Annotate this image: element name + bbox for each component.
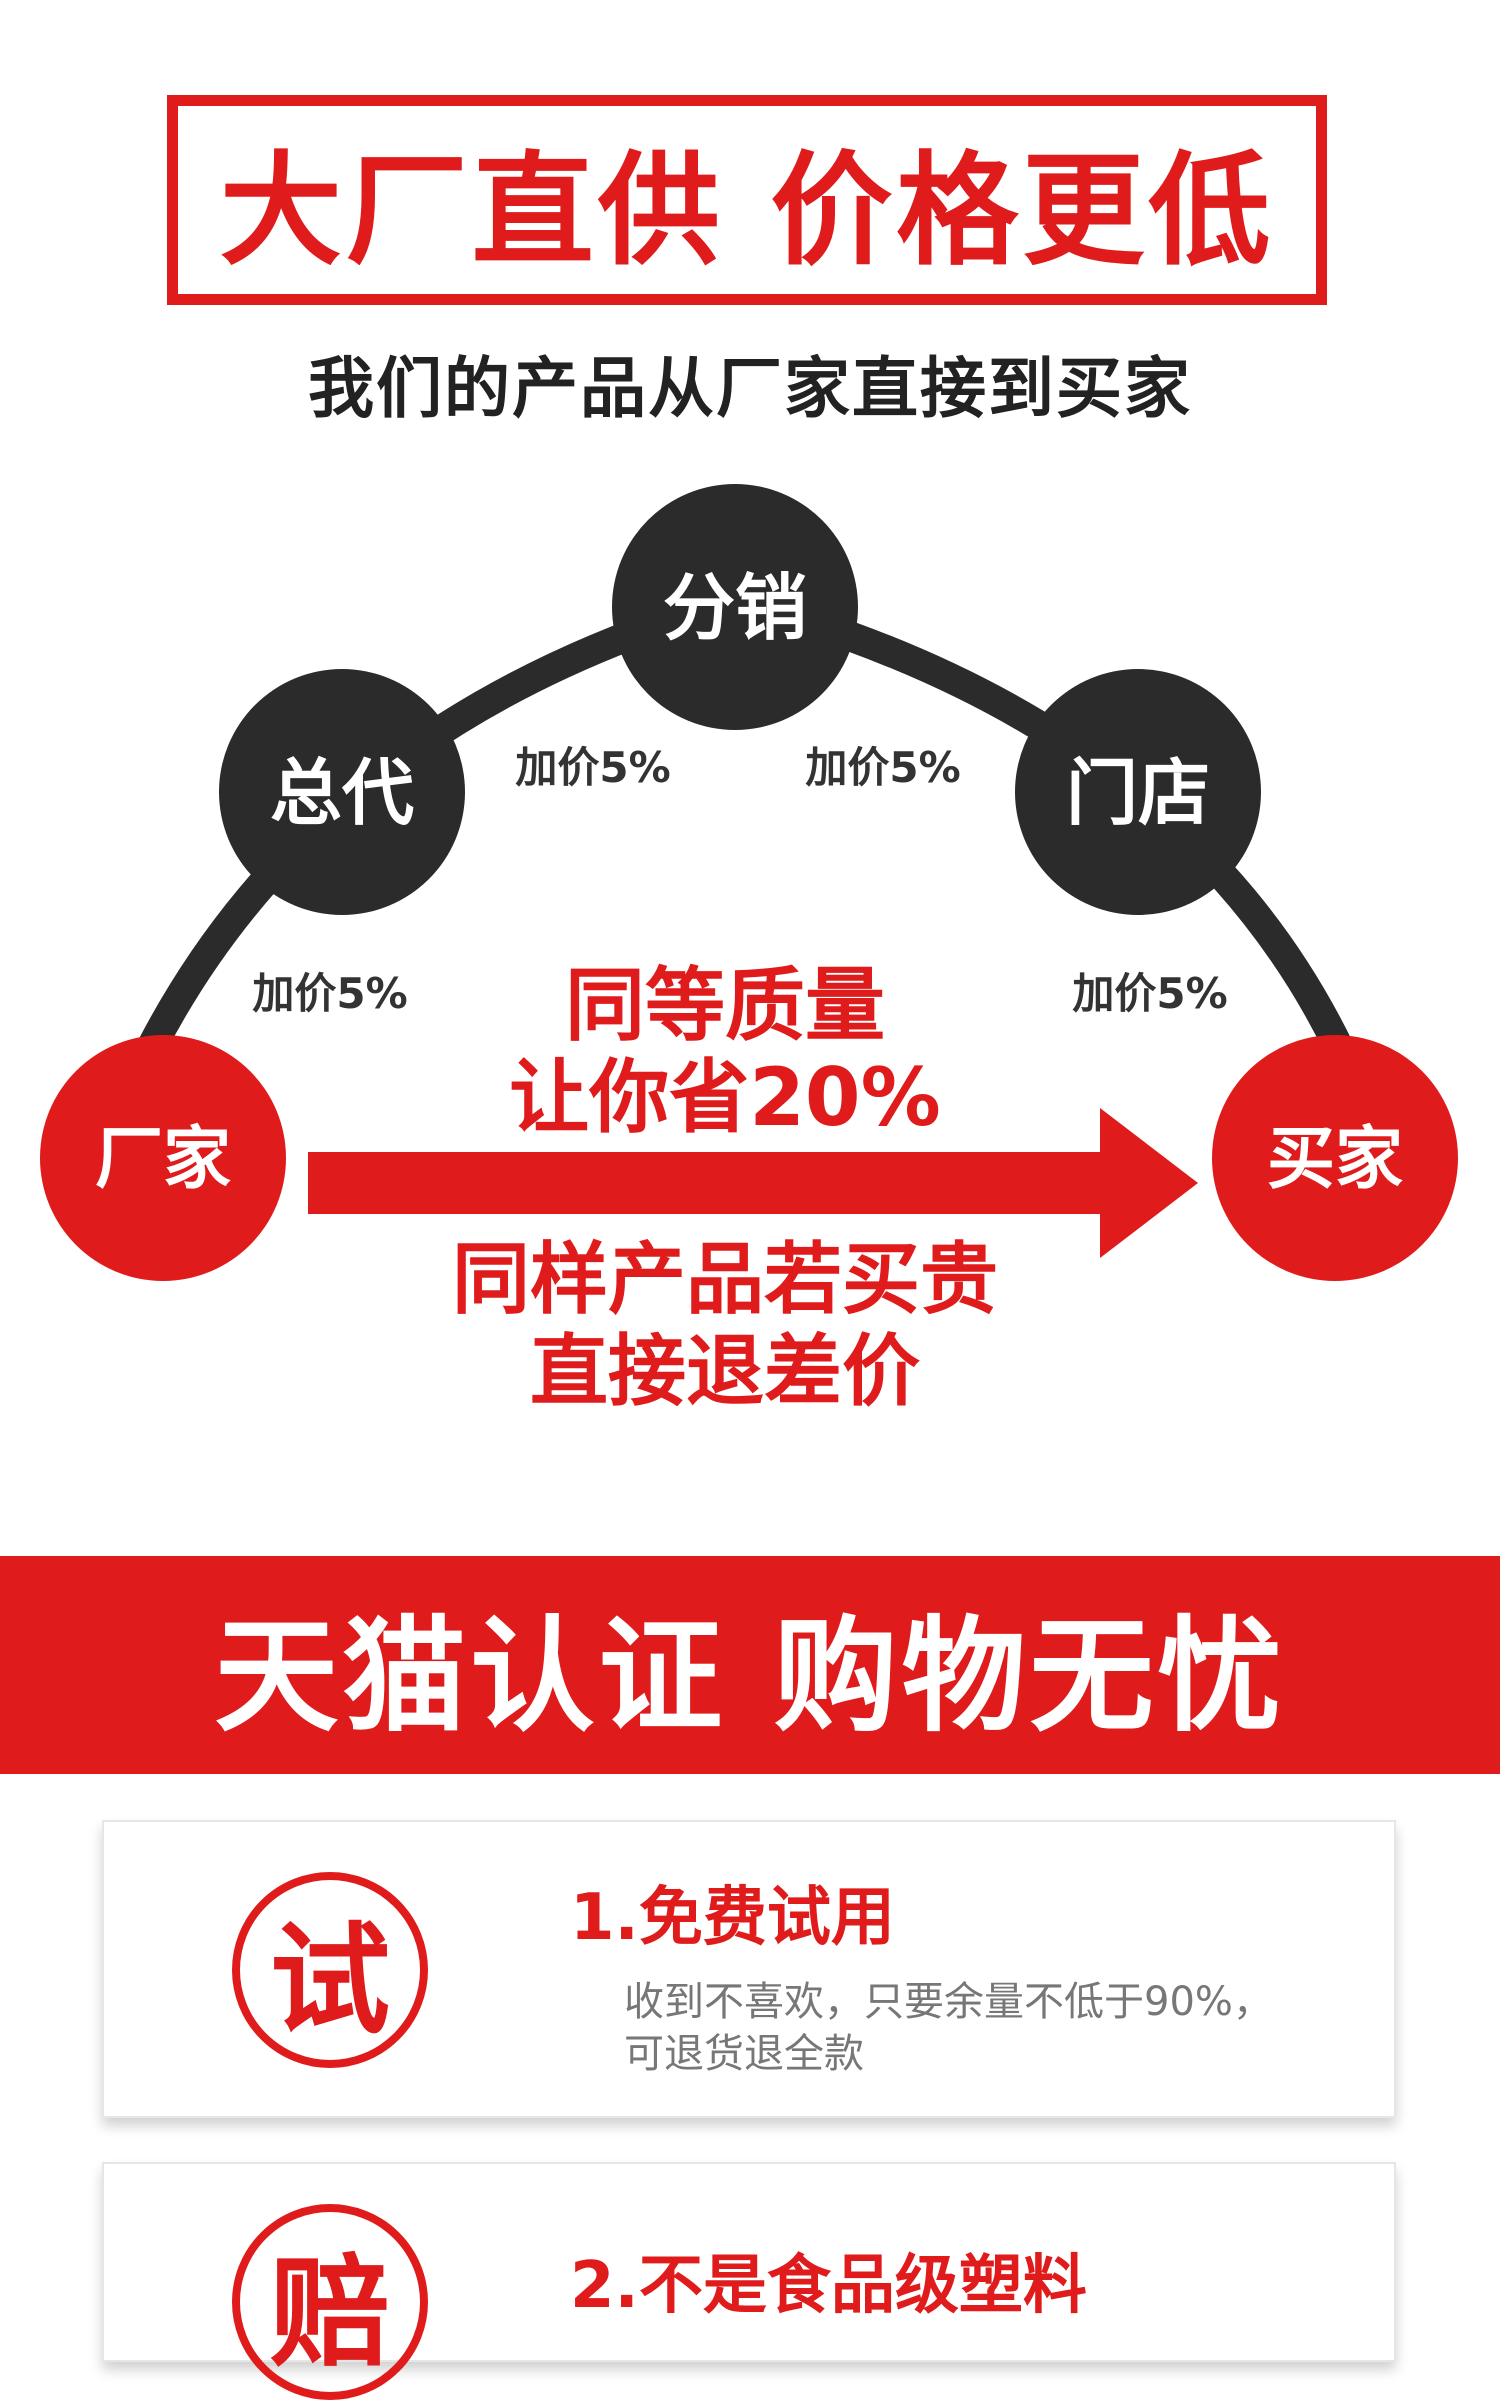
node-buyer: 买家: [1212, 1035, 1458, 1281]
card-description: 收到不喜欢，只要余量不低于90%， 可退货退全款: [624, 1976, 1384, 2080]
node-general-agent: 总代: [219, 669, 465, 915]
node-factory: 厂家: [40, 1035, 286, 1281]
slogan-top-line-2: 让你省20%: [509, 1051, 941, 1144]
node-store-label: 门店: [1066, 751, 1210, 835]
hero-title: 大厂直供 价格更低: [219, 139, 1275, 282]
node-distribution: 分销: [612, 484, 858, 730]
markup-label: 加价5%: [805, 743, 960, 792]
markup-label: 加价5%: [252, 969, 407, 1018]
node-factory-label: 厂家: [95, 1120, 231, 1199]
card-description-line: 可退货退全款: [624, 2031, 864, 2077]
banner-title: 天猫认证 购物无忧: [214, 1605, 1286, 1749]
hero-subtitle: 我们的产品从厂家直接到买家: [308, 350, 1192, 427]
slogan-bottom: 同样产品若买贵 直接退差价: [0, 1234, 1450, 1418]
card-title: 2.不是食品级塑料: [570, 2249, 1087, 2323]
slogan-bottom-line-1: 同样产品若买贵: [451, 1235, 998, 1325]
slogan-bottom-line-2: 直接退差价: [529, 1327, 920, 1417]
card-title: 1.免费试用: [570, 1881, 895, 1955]
trial-badge-text: 试: [270, 1910, 390, 2051]
markup-label: 加价5%: [1072, 969, 1227, 1018]
supply-chain-diagram: 总代 分销 门店 厂家 买家 加价5% 加价5% 加价5% 加价5%: [40, 484, 1458, 1281]
tmall-banner: 天猫认证 购物无忧: [0, 1556, 1500, 1774]
compensation-badge-icon: 赔: [232, 2204, 428, 2400]
compensation-badge-text: 赔: [270, 2242, 390, 2383]
slogan-top: 同等质量 让你省20%: [0, 960, 1450, 1144]
trial-badge-icon: 试: [232, 1872, 428, 2068]
node-distribution-label: 分销: [663, 566, 807, 650]
node-store: 门店: [1015, 669, 1261, 915]
node-buyer-label: 买家: [1267, 1120, 1403, 1199]
markup-label: 加价5%: [515, 743, 670, 792]
guarantee-card-compensation: 赔 2.不是食品级塑料: [102, 2162, 1396, 2400]
guarantee-card-trial: 试 1.免费试用 收到不喜欢，只要余量不低于90%， 可退货退全款: [102, 1820, 1396, 2118]
hero-frame: 大厂直供 价格更低: [167, 95, 1327, 305]
direct-arrow: [308, 1108, 1198, 1258]
node-general-agent-label: 总代: [270, 751, 414, 835]
slogan-top-line-1: 同等质量: [565, 959, 885, 1052]
card-description-line: 收到不喜欢，只要余量不低于90%，: [624, 1979, 1273, 2025]
